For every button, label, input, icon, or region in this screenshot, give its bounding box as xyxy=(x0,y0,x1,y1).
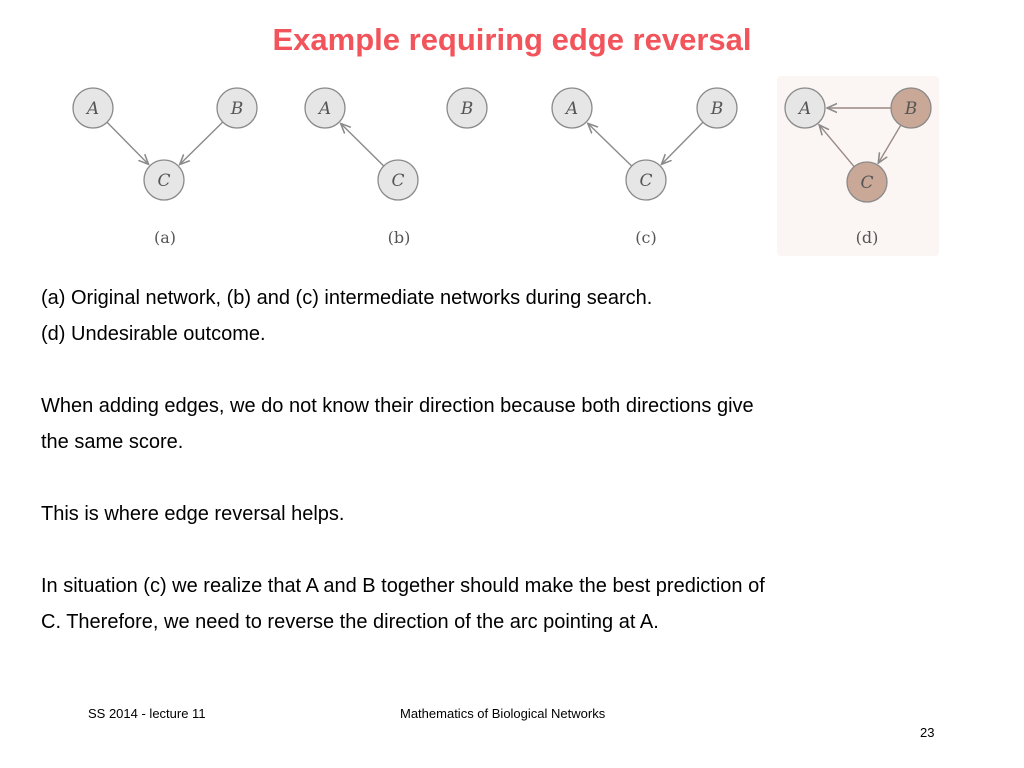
edge-C-to-A xyxy=(588,123,633,167)
node-B xyxy=(890,87,932,129)
node-A xyxy=(72,87,114,129)
panel-a: A B C (a) xyxy=(72,87,258,247)
node-label-C: C xyxy=(157,171,170,191)
edge-C-to-A xyxy=(341,123,385,167)
body-line: (d) Undesirable outcome. xyxy=(41,323,266,345)
node-label-A: A xyxy=(797,99,811,119)
panel-caption: (a) xyxy=(154,228,176,247)
node-label-B: B xyxy=(230,99,244,119)
body-line: (a) Original network, (b) and (c) interm… xyxy=(41,287,653,309)
panel-b: A B C (b) xyxy=(304,87,488,247)
body-line: In situation (c) we realize that A and B… xyxy=(41,575,765,597)
node-label-B: B xyxy=(904,99,918,119)
node-C xyxy=(846,161,888,203)
edge-B-to-C xyxy=(180,121,224,165)
node-B xyxy=(696,87,738,129)
edge-B-to-C xyxy=(878,124,902,163)
edge-A-to-C xyxy=(106,121,149,164)
node-label-A: A xyxy=(85,99,99,119)
node-label-C: C xyxy=(391,171,404,191)
network-figure: A B C (a) A B C (b) A B C (c) A B C (d) xyxy=(72,76,939,256)
panel-caption: (d) xyxy=(856,228,879,247)
node-label-B: B xyxy=(460,99,474,119)
node-label-A: A xyxy=(317,99,331,119)
slide-body: (a) Original network, (b) and (c) interm… xyxy=(41,280,1001,640)
node-A xyxy=(551,87,593,129)
panel-caption: (b) xyxy=(388,228,411,247)
node-C xyxy=(625,159,667,201)
node-A xyxy=(784,87,826,129)
node-label-B: B xyxy=(710,99,724,119)
body-line: This is where edge reversal helps. xyxy=(41,503,345,525)
edge-B-to-C xyxy=(661,121,704,164)
node-A xyxy=(304,87,346,129)
node-label-C: C xyxy=(639,171,652,191)
slide-title: Example requiring edge reversal xyxy=(272,22,752,57)
node-label-A: A xyxy=(564,99,578,119)
node-B xyxy=(446,87,488,129)
panel-c: A B C (c) xyxy=(551,87,738,247)
node-B xyxy=(216,87,258,129)
edge-C-to-A xyxy=(819,125,855,168)
panel-d: A B C (d) xyxy=(777,76,939,256)
footer-title: Mathematics of Biological Networks xyxy=(400,706,606,721)
page-number: 23 xyxy=(920,725,935,740)
node-C xyxy=(143,159,185,201)
node-C xyxy=(377,159,419,201)
body-line: the same score. xyxy=(41,431,184,453)
footer-course: SS 2014 - lecture 11 xyxy=(88,706,206,721)
body-line: When adding edges, we do not know their … xyxy=(41,395,754,417)
body-line: C. Therefore, we need to reverse the dir… xyxy=(41,611,659,633)
node-label-C: C xyxy=(860,173,873,193)
panel-caption: (c) xyxy=(635,228,656,247)
